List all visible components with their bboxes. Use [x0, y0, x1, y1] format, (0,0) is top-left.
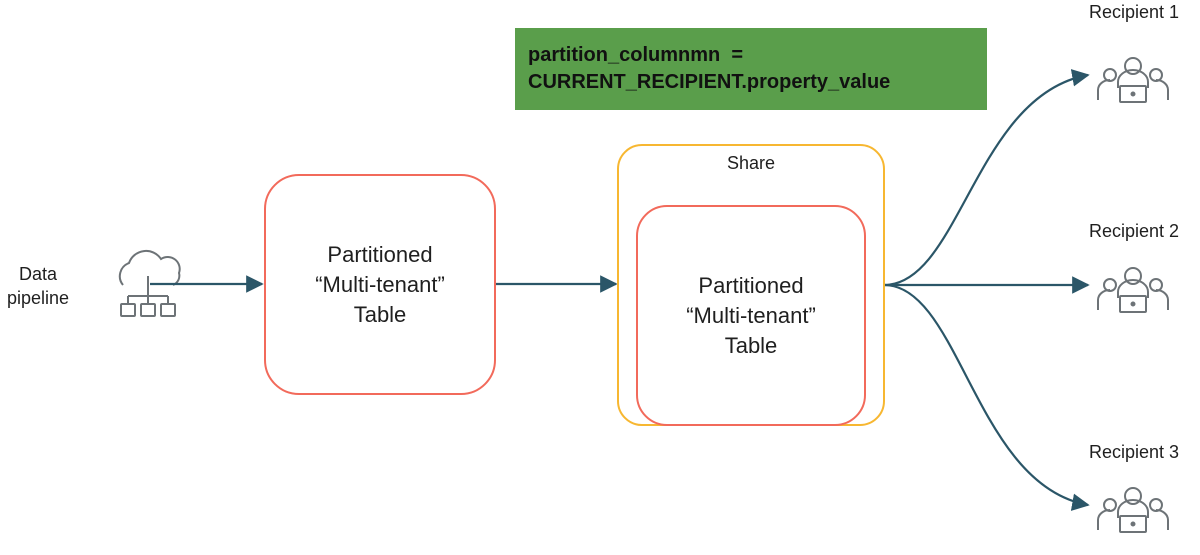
data-pipeline-label-line2: pipeline	[6, 288, 70, 308]
source-table-box	[264, 174, 496, 395]
shared-table-line1: Partitioned	[698, 273, 804, 298]
shared-table-line2: “Multi-tenant”	[686, 303, 816, 328]
shared-table-box	[636, 205, 866, 426]
shared-table-line3: Table	[724, 333, 778, 358]
source-table-line2: “Multi-tenant”	[315, 272, 445, 297]
recipient-3-icon	[1097, 487, 1169, 533]
arrow-to-recipient-1	[883, 69, 1090, 287]
recipient-2-icon	[1097, 267, 1169, 313]
arrow-to-recipient-3	[883, 283, 1090, 511]
recipient-2-label: Recipient 2	[1088, 221, 1180, 241]
shared-table-label: Partitioned “Multi-tenant” Table	[637, 271, 865, 361]
share-label: Share	[726, 153, 776, 173]
source-table-line1: Partitioned	[327, 242, 433, 267]
source-table-label: Partitioned “Multi-tenant” Table	[265, 240, 495, 330]
partition-filter-note-line1: partition_columnmn =	[528, 44, 744, 66]
partition-filter-note-line2: CURRENT_RECIPIENT.property_value	[528, 71, 891, 93]
recipient-1-label: Recipient 1	[1088, 2, 1180, 22]
cloud-pipeline-icon	[118, 249, 181, 317]
recipient-3-label: Recipient 3	[1088, 442, 1180, 462]
data-pipeline-label: Data pipeline	[0, 262, 76, 310]
source-table-line3: Table	[353, 302, 407, 327]
partition-filter-note: partition_columnmn = CURRENT_RECIPIENT.p…	[515, 28, 987, 110]
data-pipeline-label-line1: Data	[18, 264, 58, 284]
recipient-1-icon	[1097, 57, 1169, 103]
